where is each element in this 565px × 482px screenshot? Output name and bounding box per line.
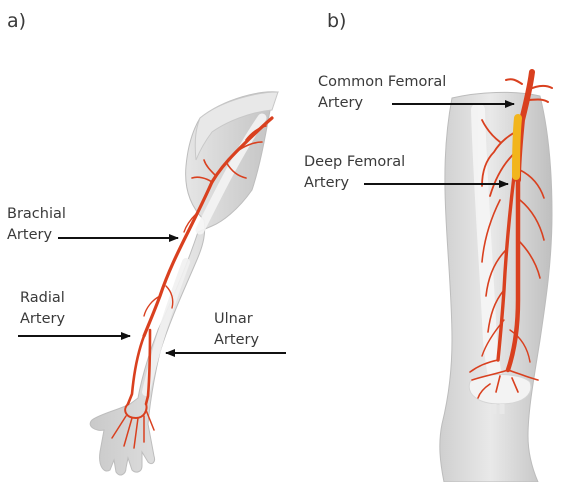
common-femoral-label-line1: Common Femoral — [318, 72, 446, 93]
deep-femoral-label-line1: Deep Femoral — [304, 152, 405, 173]
brachial-artery-label: Brachial Artery — [7, 204, 66, 246]
highlighted-segment — [516, 118, 518, 176]
leg-illustration — [440, 72, 552, 482]
ulnar-artery-label: Ulnar Artery — [214, 309, 259, 351]
deep-femoral-label-line2: Artery — [304, 173, 405, 194]
arm-illustration — [90, 92, 278, 475]
pointer-arrows — [18, 104, 514, 353]
common-femoral-label-line2: Artery — [318, 93, 446, 114]
leg-silhouette — [440, 92, 552, 482]
arm-silhouette — [90, 92, 278, 475]
ulnar-label-line2: Artery — [214, 330, 259, 351]
radial-artery-label: Radial Artery — [20, 288, 65, 330]
ulnar-label-line1: Ulnar — [214, 309, 259, 330]
brachial-label-line1: Brachial — [7, 204, 66, 225]
deep-femoral-artery-label: Deep Femoral Artery — [304, 152, 405, 194]
common-femoral-artery-label: Common Femoral Artery — [318, 72, 446, 114]
radial-label-line2: Artery — [20, 309, 65, 330]
brachial-label-line2: Artery — [7, 225, 66, 246]
brachial-artery-vessel — [144, 182, 212, 336]
radial-label-line1: Radial — [20, 288, 65, 309]
